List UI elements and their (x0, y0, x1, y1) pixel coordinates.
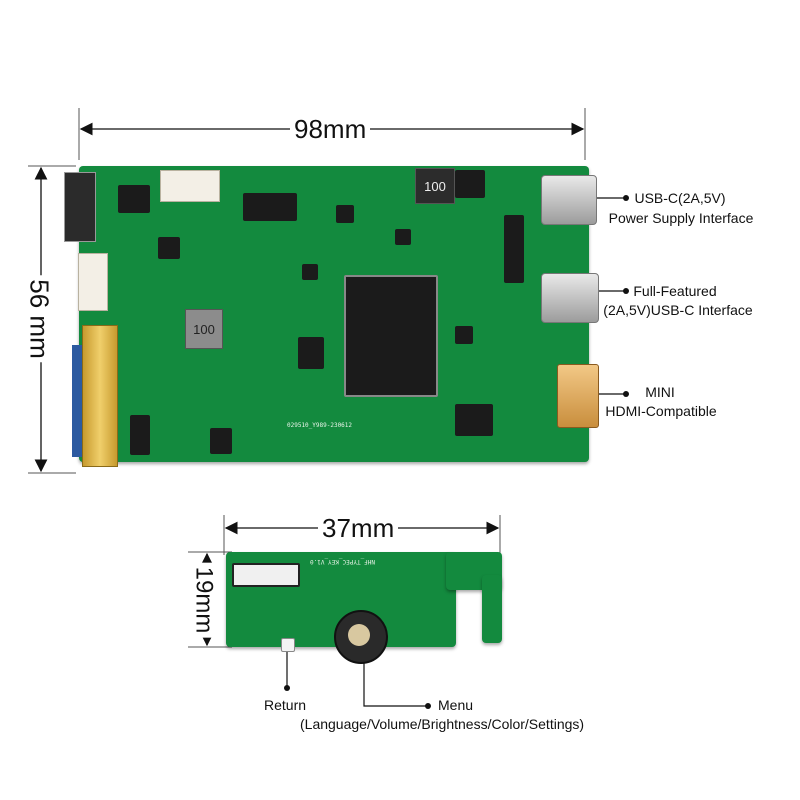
usb-c-full-port[interactable] (541, 273, 599, 323)
callout-dot-return (284, 685, 290, 691)
dim-height-key: 19mm (189, 562, 218, 638)
inductor-left: 100 (185, 309, 223, 349)
callout-dot-usb-full (623, 288, 629, 294)
return-label: Return (264, 697, 307, 713)
top-connector (160, 170, 220, 202)
menu-label: Menu (438, 697, 474, 713)
lvds-ffc-connector (82, 325, 118, 467)
menu-knob-center (348, 624, 370, 646)
dim-width-key: 37mm (318, 514, 399, 542)
chip-j (336, 205, 354, 223)
inductor-top: 100 (415, 168, 455, 204)
chip-d (298, 337, 324, 369)
chip-g (455, 404, 493, 436)
chip-i (130, 415, 150, 455)
chip-b (243, 193, 297, 221)
usb-full-label-line2: (2A,5V)USB-C Interface (603, 302, 753, 318)
usb-power-label-line2: Power Supply Interface (608, 210, 754, 226)
chip-k (395, 229, 411, 245)
main-processor-chip (344, 275, 438, 397)
power-connector-left (78, 253, 108, 311)
chip-f (504, 215, 524, 283)
chip-c (158, 237, 180, 259)
usb-c-power-port[interactable] (541, 175, 597, 225)
callout-dot-hdmi (623, 391, 629, 397)
chip-a (118, 185, 150, 213)
chip-h (210, 428, 232, 454)
menu-description: (Language/Volume/Brightness/Color/Settin… (300, 716, 585, 732)
key-board-arm (482, 575, 502, 643)
mini-hdmi-port[interactable] (557, 364, 599, 428)
dim-width-main: 98mm (290, 115, 371, 143)
edp-connector (64, 172, 96, 242)
callout-dot-usb-power (623, 195, 629, 201)
board-silkscreen-id: 029510_Y989-230612 (287, 422, 353, 429)
chip-e (455, 170, 485, 198)
main-driver-board (79, 166, 589, 462)
return-button[interactable] (281, 638, 295, 652)
dim-height-main: 56 mm (25, 275, 55, 363)
key-board-silkscreen: NHF_TYPEC_KEY_V1.0 (310, 558, 376, 565)
hdmi-label-line1: MINI (645, 384, 675, 400)
callout-dot-menu (425, 703, 431, 709)
chip-l (302, 264, 318, 280)
blue-strip (72, 345, 82, 457)
usb-power-label-line1: USB-C(2A,5V) (634, 190, 726, 206)
chip-m (455, 326, 473, 344)
hdmi-label-line2: HDMI-Compatible (605, 403, 717, 419)
key-board-connector (232, 563, 300, 587)
usb-full-label-line1: Full-Featured (633, 283, 717, 299)
